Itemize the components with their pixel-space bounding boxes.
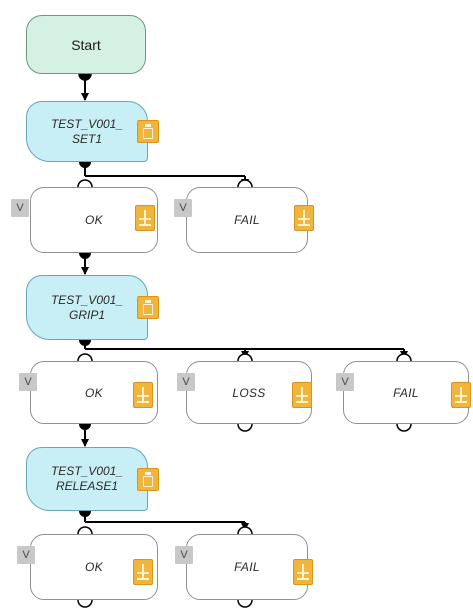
result-node-set1-fail[interactable]: FAIL [186, 187, 308, 253]
result-label: LOSS [232, 385, 266, 400]
result-node-grip1-loss[interactable]: LOSS [186, 361, 312, 424]
result-label: OK [85, 385, 103, 400]
action-node-release1[interactable]: TEST_V001_ RELEASE1 [26, 447, 148, 511]
start-label: Start [71, 36, 101, 53]
action-label-line2: RELEASE1 [55, 479, 119, 493]
tree-icon[interactable] [294, 205, 314, 231]
result-label: FAIL [234, 560, 260, 574]
verify-badge[interactable]: V [11, 199, 29, 217]
action-label-line1: TEST_V001_ [50, 464, 124, 478]
verify-badge[interactable]: V [19, 373, 37, 391]
tree-icon[interactable] [133, 559, 153, 585]
task-icon[interactable] [137, 468, 159, 491]
verify-badge[interactable]: V [175, 546, 193, 564]
tree-icon[interactable] [292, 382, 312, 408]
action-node-grip1[interactable]: TEST_V001_ GRIP1 [26, 275, 148, 340]
action-label-line2: GRIP1 [68, 307, 105, 322]
action-label-line1: TEST_V001_ [50, 292, 124, 307]
result-node-grip1-fail[interactable]: FAIL [343, 361, 469, 424]
tree-icon[interactable] [293, 559, 313, 585]
tree-icon[interactable] [451, 382, 471, 408]
result-label: FAIL [234, 213, 260, 227]
result-label: FAIL [393, 385, 419, 400]
verify-badge[interactable]: V [17, 546, 35, 564]
verify-badge[interactable]: V [174, 199, 192, 217]
verify-badge[interactable]: V [336, 373, 354, 391]
action-node-set1[interactable]: TEST_V001_ SET1 [26, 101, 148, 162]
result-label: OK [85, 560, 103, 574]
tree-icon[interactable] [133, 382, 153, 408]
verify-badge[interactable]: V [177, 373, 195, 391]
result-label: OK [85, 213, 103, 227]
tree-icon[interactable] [135, 205, 155, 231]
result-node-grip1-ok[interactable]: OK [30, 361, 158, 424]
action-label-line2: SET1 [71, 131, 102, 146]
task-icon[interactable] [137, 120, 159, 143]
action-label-line1: TEST_V001_ [50, 116, 124, 131]
start-node[interactable]: Start [26, 15, 146, 74]
result-node-release1-fail[interactable]: FAIL [186, 534, 308, 600]
task-icon[interactable] [137, 296, 159, 319]
